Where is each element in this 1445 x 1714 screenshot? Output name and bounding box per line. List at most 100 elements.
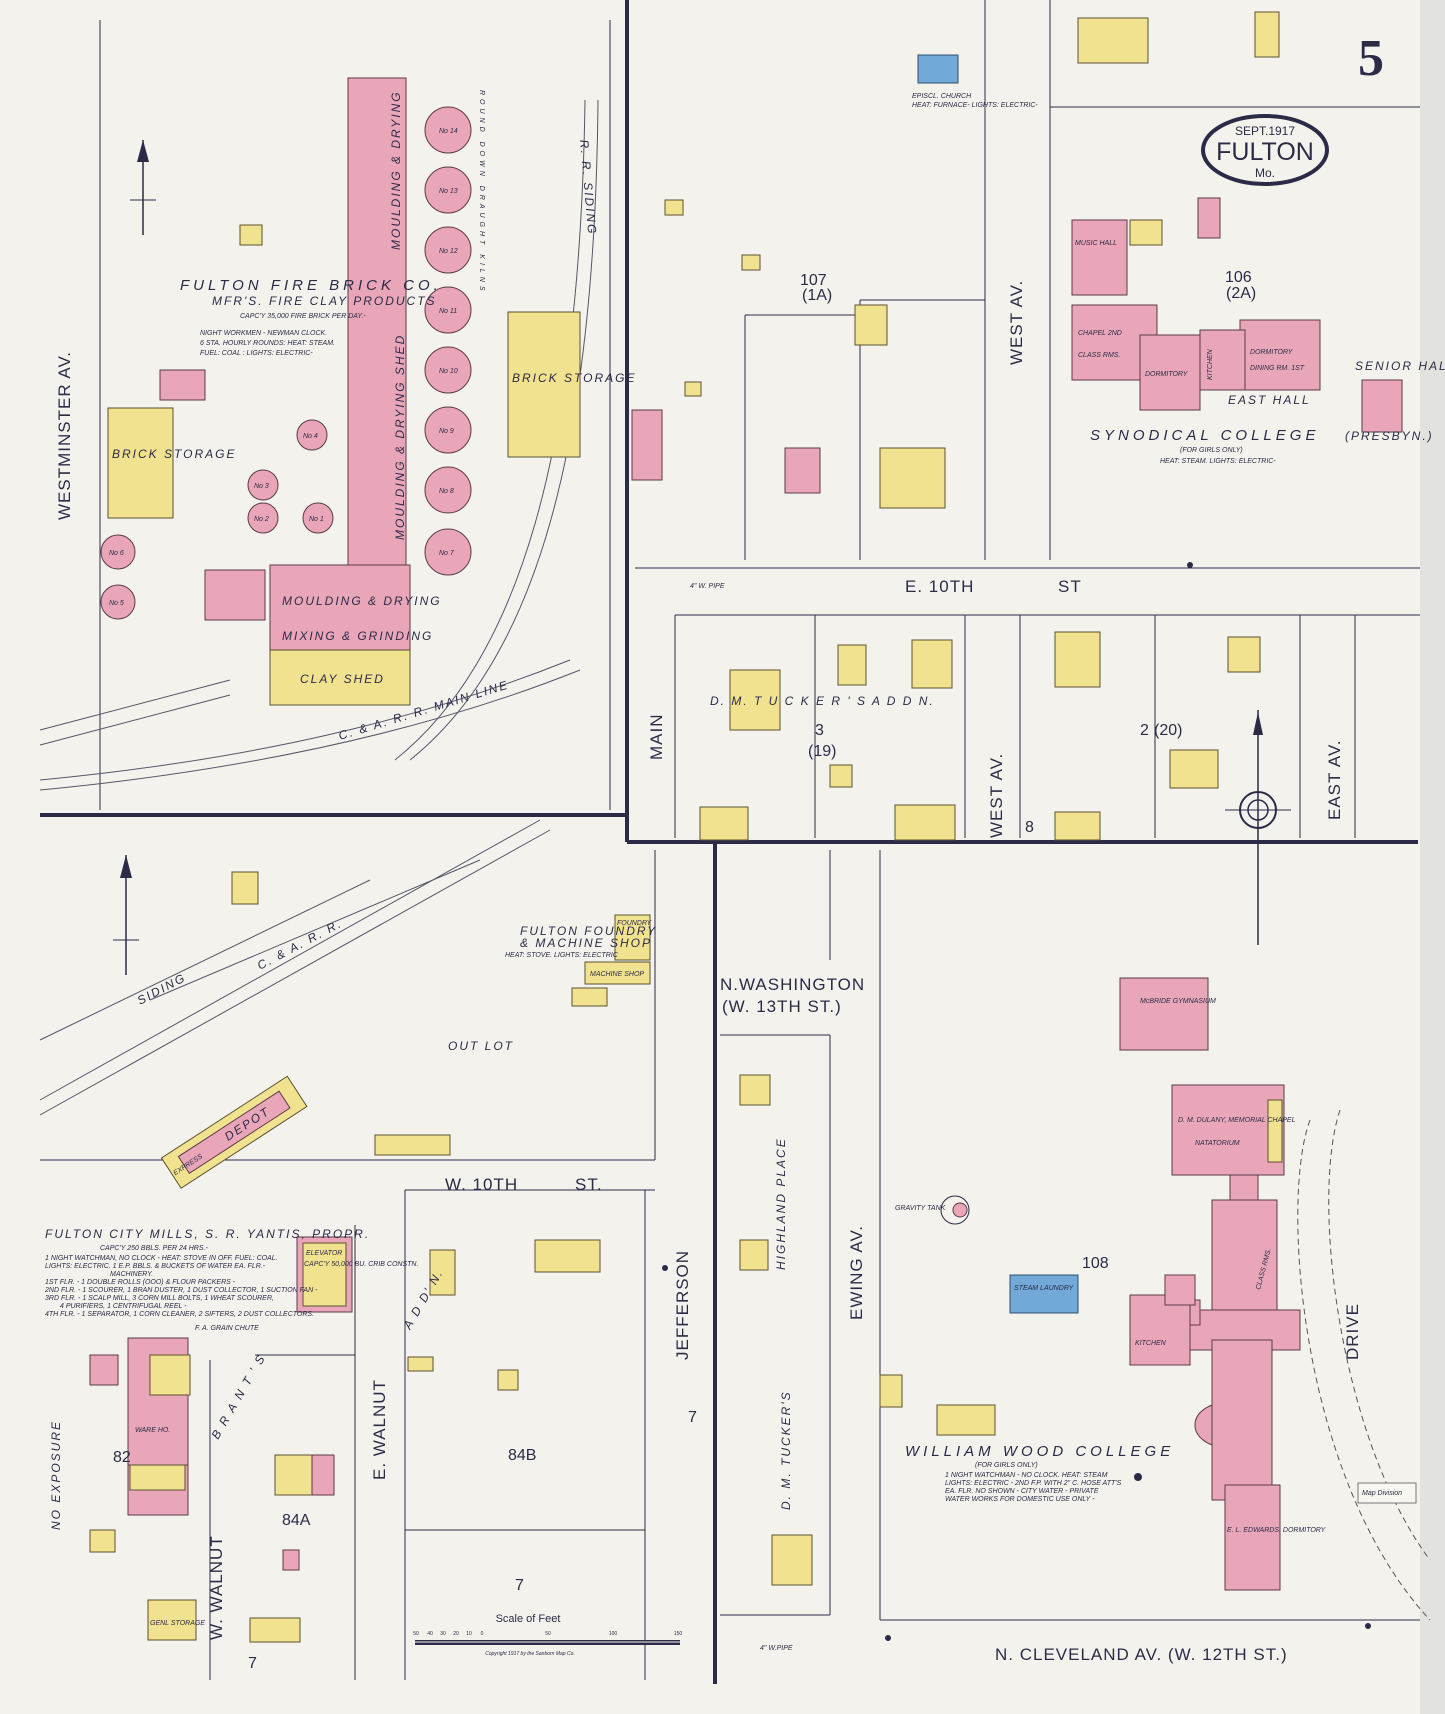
label-dormitory-1: DORMITORY <box>1145 371 1189 378</box>
kiln <box>247 502 279 534</box>
block-2: 2 <box>1140 722 1149 739</box>
block-7c: 7 <box>688 1409 697 1426</box>
hydrant-icon <box>662 562 1371 1641</box>
map-division-stamp <box>1357 1482 1417 1504</box>
scale-tick-label: 0 <box>481 1631 484 1637</box>
block-82: 82 <box>113 1449 131 1466</box>
label-out-lot: OUT LOT <box>448 1039 514 1053</box>
label-kilns-note: ROUND DOWN DRAUGHT KILNS <box>478 90 485 295</box>
label-senior-hall: SENIOR HALL <box>1355 359 1445 373</box>
block-106: 106 <box>1225 269 1252 286</box>
label-ww-sub: (FOR GIRLS ONLY) <box>975 1462 1038 1469</box>
shed <box>1254 11 1280 58</box>
kiln <box>100 584 136 620</box>
label-brick-cap: CAPC'Y 35,000 FIRE BRICK PER DAY.- <box>240 313 366 320</box>
sheet-boundaries <box>40 0 1420 1684</box>
mills-note: 4TH FLR. - 1 SEPARATOR, 1 CORN CLEANER, … <box>45 1311 314 1318</box>
label-music-hall: MUSIC HALL <box>1075 240 1117 247</box>
label-moulding-drying-shed: MOULDING & DRYING SHED <box>393 334 407 540</box>
mills-note: 4 PURIFIERS, 1 CENTRIFUGAL REEL - <box>60 1303 187 1310</box>
brick-note: FUEL: COAL : LIGHTS: ELECTRIC- <box>200 350 313 357</box>
general-storage <box>147 1599 197 1641</box>
street-w-walnut: W. WALNUT <box>207 1535 226 1640</box>
kiln <box>424 466 472 514</box>
kiln-label: No 14 <box>439 128 458 135</box>
kiln <box>424 166 472 214</box>
street-w13th: (W. 13TH ST.) <box>722 997 842 1016</box>
street-w10th-st: ST. <box>575 1175 603 1194</box>
label-dormitory-2: DORMITORY <box>1250 349 1294 356</box>
kiln-label: No 1 <box>309 516 324 523</box>
scale-tick-label: 30 <box>440 1631 446 1637</box>
compass-rose-icon <box>1225 710 1291 945</box>
street-west-av-top: WEST AV. <box>1007 280 1026 365</box>
label-elevator: ELEVATOR <box>306 1250 342 1257</box>
label-dulany: D. M. DULANY, MEMORIAL CHAPEL <box>1178 1117 1296 1124</box>
railroad-tracks <box>39 99 599 1116</box>
kiln <box>424 106 472 154</box>
map-date: SEPT.1917 <box>1235 124 1295 138</box>
scale-tick-label: 40 <box>427 1631 433 1637</box>
dormitory-1 <box>1139 334 1201 411</box>
label-east-hall: EAST HALL <box>1228 393 1311 407</box>
brick-storage-left <box>107 407 174 519</box>
senior-hall <box>1361 379 1403 433</box>
scale-tick-label: 100 <box>609 1631 618 1637</box>
machine-shop <box>584 961 651 985</box>
scale-tick-label: 50 <box>413 1631 419 1637</box>
label-elevator-sub: CAPC'Y 50,000 BU. CRIB CONSTN. <box>304 1261 418 1268</box>
label-no-exposure: NO EXPOSURE <box>49 1420 63 1530</box>
kiln-label: No 11 <box>439 308 457 315</box>
block-7a: 7 <box>248 1655 257 1672</box>
shed <box>239 224 263 246</box>
brick-storage-right <box>507 311 581 458</box>
label-synodical-heat: HEAT: STEAM. LIGHTS: ELECTRIC- <box>1160 458 1276 465</box>
moulding-drying-shed <box>347 77 407 579</box>
music-hall <box>1071 219 1128 296</box>
label-mills: FULTON CITY MILLS, S. R. YANTIS, PROPR. <box>45 1227 370 1241</box>
synodical-college: MUSIC HALL CHAPEL 2ND CLASS RMS. DORMITO… <box>1071 197 1445 465</box>
block-108: 108 <box>1082 1255 1109 1272</box>
label-dining: DINING RM. 1ST <box>1250 365 1305 372</box>
block-107-sub: (1A) <box>802 287 832 304</box>
label-machine-shop: MACHINE SHOP <box>590 971 644 978</box>
street-westminster: WESTMINSTER AV. <box>55 351 74 520</box>
label-moulding-drying: MOULDING & DRYING <box>389 90 403 250</box>
label-foundry-2: & MACHINE SHOP <box>520 936 652 950</box>
street-e10th-st: ST <box>1058 577 1082 596</box>
kiln-label: No 3 <box>254 483 269 490</box>
mills-note: 2ND FLR. - 1 SCOURER, 1 BRAN DUSTER, 1 D… <box>44 1287 318 1294</box>
shed <box>1129 219 1163 246</box>
house <box>739 1239 769 1271</box>
label-genl-storage: GENL STORAGE <box>150 1620 205 1627</box>
block-8: 8 <box>1025 819 1034 836</box>
label-episcopal-sub: HEAT: FURNACE- LIGHTS: ELECTRIC- <box>912 102 1038 109</box>
street-e-walnut: E. WALNUT <box>370 1379 389 1480</box>
street-e10th: E. 10TH <box>905 577 974 596</box>
kiln <box>424 226 472 274</box>
label-presbyn: (PRESBYN.) <box>1345 429 1434 443</box>
label-mixing: MIXING & GRINDING <box>282 629 433 643</box>
dwelling <box>879 447 946 509</box>
label-kitchen: KITCHEN <box>1207 348 1214 380</box>
label-foundry-bldg: FOUNDRY <box>617 920 653 927</box>
shed <box>664 199 684 216</box>
label-brick-storage-left: BRICK STORAGE <box>112 447 236 461</box>
shed <box>684 381 702 397</box>
label-kitchen-w: KITCHEN <box>1135 1340 1167 1347</box>
foundry-bldg <box>614 914 651 961</box>
boiler-house <box>1197 197 1221 239</box>
scale-tick-label: 10 <box>466 1631 472 1637</box>
label-brick-storage-right: BRICK STORAGE <box>512 371 636 385</box>
ww-note: WATER WORKS FOR DOMESTIC USE ONLY - <box>945 1496 1095 1503</box>
kiln <box>424 528 472 576</box>
pipe-10th: 4" W. PIPE <box>690 583 725 590</box>
block-106-sub: (2A) <box>1226 285 1256 302</box>
ww-note: LIGHTS: ELECTRIC - 2ND F.P. WITH 2" C. H… <box>945 1480 1122 1487</box>
street-w10th: W. 10TH <box>445 1175 518 1194</box>
episcopal-church <box>917 54 959 84</box>
label-steam-laundry: STEAM LAUNDRY <box>1014 1285 1075 1292</box>
label-moulding-drying-2: MOULDING & DRYING <box>282 594 442 608</box>
fire-brick-co: MOULDING & DRYING MOULDING & DRYING SHED… <box>107 77 636 743</box>
